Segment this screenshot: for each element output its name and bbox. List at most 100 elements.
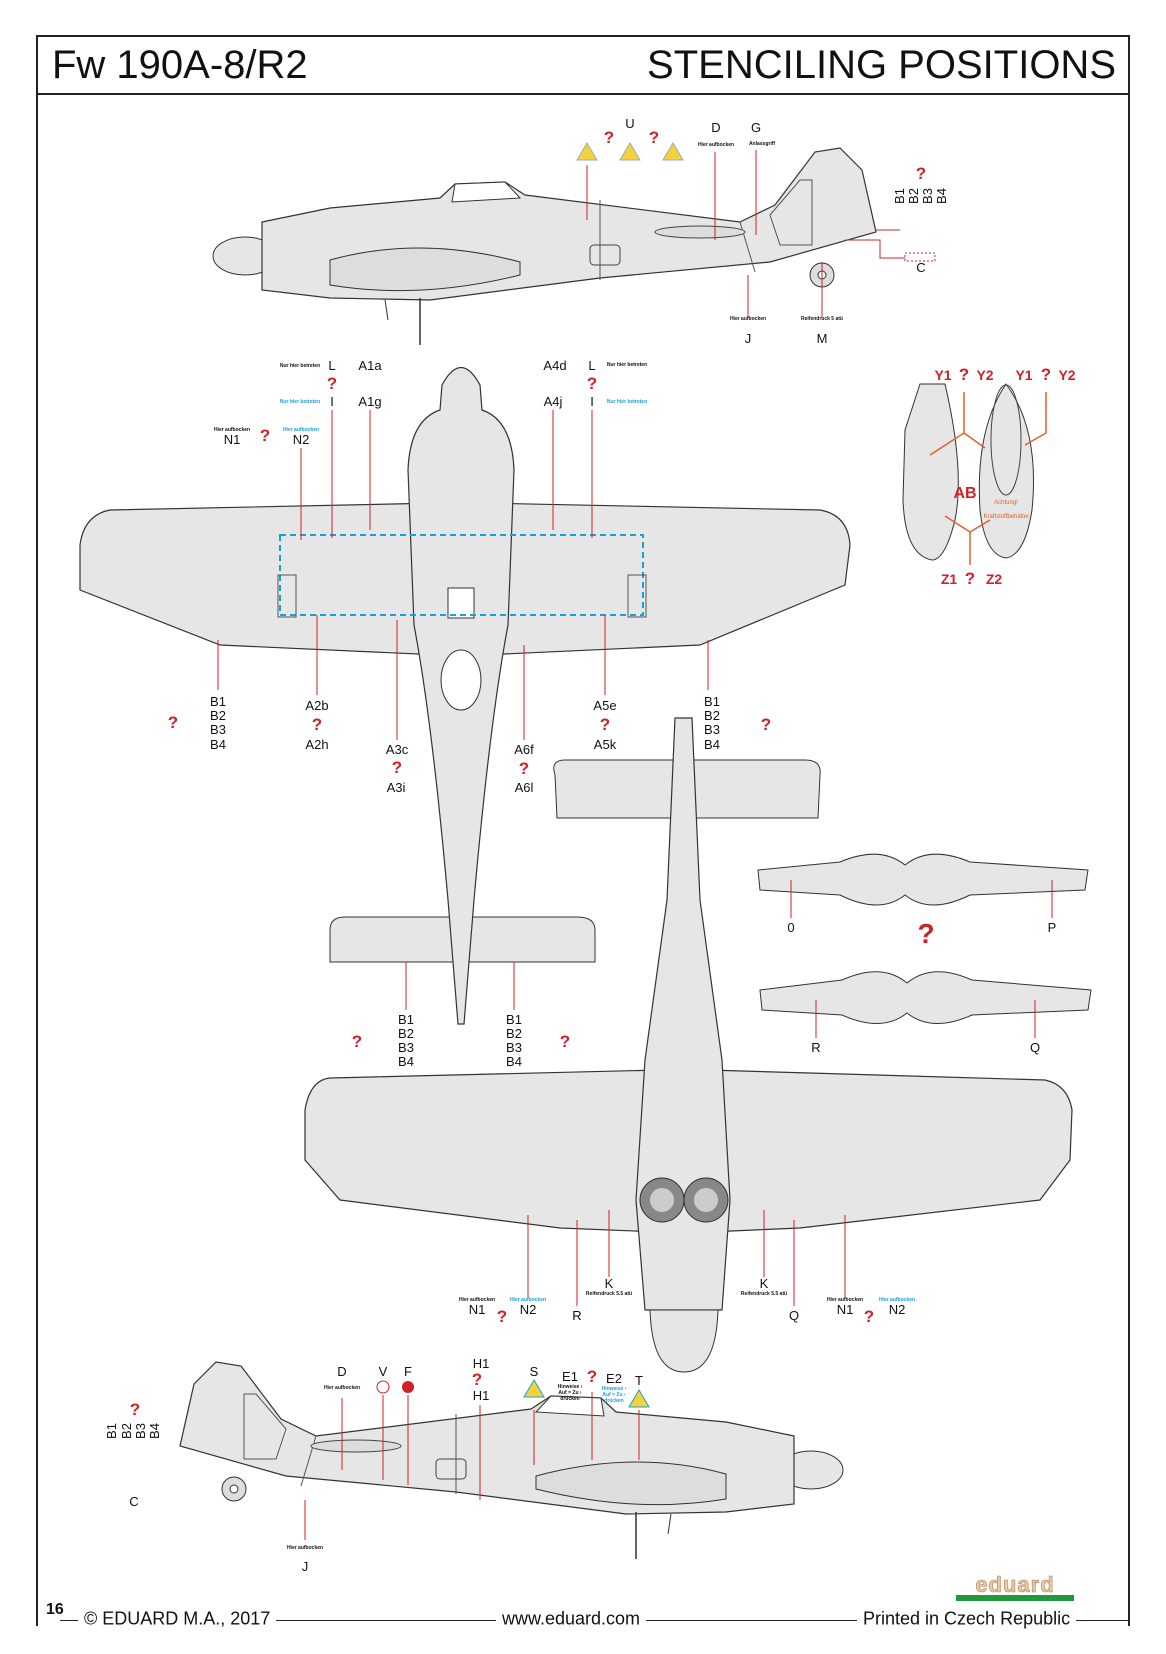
stencil-Y1: Y1 <box>934 367 952 383</box>
stencil-B1: B1 <box>104 1423 119 1439</box>
unknown-mark: ? <box>167 713 179 732</box>
stencil-B3: B3 <box>133 1423 148 1439</box>
stencil-B3: B3 <box>506 1040 522 1055</box>
stencil-M: M <box>816 331 828 346</box>
stencil-B2: B2 <box>506 1026 522 1041</box>
eduard-logo: eduard <box>956 1573 1074 1601</box>
stencil-A2b: A2b <box>305 698 329 713</box>
stencil-B2: B2 <box>906 188 921 204</box>
stencil-L-right: L <box>588 358 596 373</box>
stencil-L-note: Nur hier betreten <box>606 362 648 368</box>
stencil-I-right: I <box>590 394 594 409</box>
unknown-mark: ? <box>518 759 530 778</box>
stencil-B1: B1 <box>704 694 720 709</box>
stencil-B4: B4 <box>147 1423 162 1439</box>
unknown-mark: ? <box>259 426 271 445</box>
stencil-R: R <box>572 1308 582 1323</box>
side-bottom-triangles <box>376 1379 650 1408</box>
stencil-N2: N2 <box>888 1302 906 1317</box>
stencil-F: F <box>404 1364 412 1379</box>
stencil-N2-note: Hier aufbocken <box>878 1297 916 1303</box>
copyright: © EDUARD M.A., 2017 <box>78 1608 277 1630</box>
stencil-B4: B4 <box>398 1054 414 1069</box>
stencil-E1-note: Hinweise ‹ Auf = Zu › drücken <box>557 1384 583 1402</box>
stencil-H1: H1 <box>472 1356 490 1371</box>
unknown-mark: ? <box>964 569 976 588</box>
drop-tank-drawings <box>902 383 1047 565</box>
warning-triangles <box>576 142 684 161</box>
stencil-I-note: Nur hier betreten <box>279 399 321 405</box>
stencil-A4d: A4d <box>543 358 567 373</box>
stencil-E1: E1 <box>562 1369 578 1384</box>
stencil-I-note: Nur hier betreten <box>606 399 648 405</box>
stencil-G-note: Anlassgriff <box>748 141 776 147</box>
stencil-B4: B4 <box>704 737 720 752</box>
unknown-mark: ? <box>603 128 615 147</box>
stencil-L-left: L <box>328 358 336 373</box>
stencil-M-note: Reifendruck 5 atü <box>801 316 843 322</box>
stencil-Q: Q <box>788 1308 800 1323</box>
stencil-N1: N1 <box>836 1302 854 1317</box>
unknown-mark: ? <box>586 1367 598 1386</box>
unknown-mark: ? <box>958 365 970 384</box>
stencil-B3: B3 <box>210 722 226 737</box>
stencil-B3: B3 <box>704 722 720 737</box>
stencil-N1-note: Hier aufbocken <box>213 427 251 433</box>
stencil-J-note: Hier aufbocken <box>286 1545 324 1551</box>
bottom-view-aircraft <box>304 717 1073 1373</box>
stencil-K-note: Reifendruck 5.5 atü <box>740 1291 788 1297</box>
unknown-mark: ? <box>351 1032 363 1051</box>
stencil-P: P <box>1047 920 1057 935</box>
stencil-G: G <box>750 120 762 135</box>
stencil-B2: B2 <box>704 708 720 723</box>
side-view-top-aircraft <box>212 147 877 346</box>
stencil-K-note: Reifendruck 5.5 atü <box>585 1291 633 1297</box>
stencil-B1: B1 <box>210 694 226 709</box>
unknown-mark: ? <box>311 715 323 734</box>
stencil-B4: B4 <box>934 188 949 204</box>
stencil-J: J <box>744 331 752 346</box>
unknown-mark: ? <box>599 715 611 734</box>
website-link[interactable]: www.eduard.com <box>495 1608 647 1630</box>
stencil-B1: B1 <box>398 1012 414 1027</box>
stencil-A6f: A6f <box>514 742 534 757</box>
stencil-Z2: Z2 <box>985 571 1003 587</box>
unknown-mark: ? <box>648 128 660 147</box>
stencil-A3c: A3c <box>385 742 409 757</box>
stencil-B2: B2 <box>119 1423 134 1439</box>
stencil-B3: B3 <box>920 188 935 204</box>
unknown-mark: ? <box>1040 365 1052 384</box>
stencil-E2-note: Hinweise ‹ Auf = Zu › drücken <box>601 1386 627 1404</box>
stencil-A1g: A1g <box>358 394 382 409</box>
stencil-H1: H1 <box>472 1388 490 1403</box>
stencil-K: K <box>604 1276 614 1291</box>
stencil-E2: E2 <box>606 1371 622 1386</box>
stencil-N2: N2 <box>292 432 310 447</box>
stencil-N1: N1 <box>223 432 241 447</box>
stencil-N1: N1 <box>468 1302 486 1317</box>
unknown-mark: ? <box>760 715 772 734</box>
top-view-aircraft <box>79 367 851 1025</box>
stencil-N2: N2 <box>519 1302 537 1317</box>
unknown-mark: ? <box>129 1400 141 1419</box>
stencil-C: C <box>129 1494 139 1509</box>
flap-drawings <box>757 853 1092 1038</box>
side-view-bottom-aircraft <box>179 1361 844 1560</box>
stencil-A5k: A5k <box>593 737 617 752</box>
unknown-mark: ? <box>559 1032 571 1051</box>
stencil-N2-note: Hier aufbocken <box>509 1297 547 1303</box>
stencil-K: K <box>759 1276 769 1291</box>
stencil-0: 0 <box>787 920 795 935</box>
stencil-N1-note: Hier aufbocken <box>826 1297 864 1303</box>
unknown-mark: ? <box>915 164 927 183</box>
stencil-Y1: Y1 <box>1015 367 1033 383</box>
stencil-U: U <box>625 116 635 131</box>
stencil-D-note: Hier aufbocken <box>697 142 735 148</box>
stencil-L-note: Nur hier betreten <box>279 363 321 369</box>
unknown-mark: ? <box>391 758 403 777</box>
top-view-leaders <box>217 410 709 1010</box>
stencil-Z1: Z1 <box>940 571 958 587</box>
stencil-R: R <box>811 1040 821 1055</box>
stencil-C: C <box>916 260 926 275</box>
